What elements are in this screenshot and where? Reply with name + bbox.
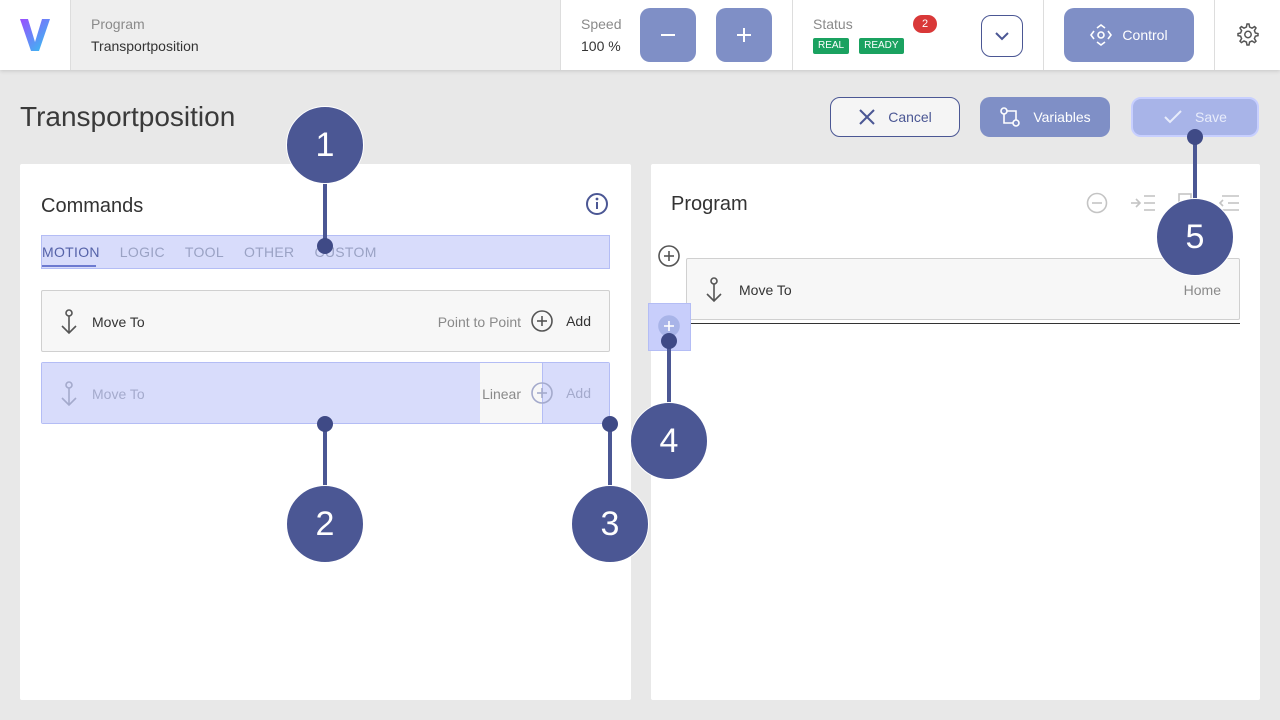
anchor-icon: [706, 277, 722, 303]
callout-5: 5: [1156, 198, 1234, 276]
info-icon[interactable]: [585, 192, 609, 216]
check-icon: [1164, 110, 1182, 124]
variables-icon: [1000, 107, 1021, 127]
control-label: Control: [1122, 27, 1168, 43]
top-bar: Program Transportposition Speed 100 % St…: [0, 0, 1280, 70]
tab-logic[interactable]: LOGIC: [119, 244, 165, 260]
control-button[interactable]: Control: [1064, 8, 1194, 62]
save-label: Save: [1195, 109, 1227, 125]
command-item-move-to-linear[interactable]: Move To Linear Add: [41, 362, 610, 424]
add-command-button[interactable]: Add: [530, 381, 591, 405]
remove-icon[interactable]: [1086, 192, 1108, 214]
command-type: Point to Point: [437, 314, 521, 330]
gear-icon: [1236, 23, 1259, 46]
command-item-move-to-ptp[interactable]: Move To Point to Point Add: [41, 290, 610, 352]
callout-1: 1: [286, 106, 364, 184]
insertion-line: [691, 323, 1240, 324]
outdent-icon[interactable]: [1218, 193, 1240, 213]
speed-control: Speed 100 %: [561, 0, 793, 70]
program-value: Transportposition: [91, 38, 199, 54]
add-label: Add: [566, 313, 591, 329]
program-indicator: Program Transportposition: [71, 0, 561, 70]
plus-circle-icon: [531, 382, 553, 404]
app-logo: [0, 0, 71, 70]
program-item-name: Move To: [739, 282, 792, 298]
speed-value: 100 %: [581, 38, 621, 54]
program-panel: Program M: [648, 164, 1260, 700]
program-toolbar: [1086, 192, 1240, 214]
command-name: Move To: [92, 386, 145, 402]
tab-tool[interactable]: TOOL: [184, 244, 224, 260]
status-label: Status: [813, 16, 853, 32]
command-type: Linear: [482, 386, 521, 402]
status-badge-real: REAL: [813, 38, 850, 54]
tab-other[interactable]: OTHER: [243, 244, 295, 260]
cancel-label: Cancel: [888, 109, 932, 125]
status-expand-button[interactable]: [981, 15, 1023, 57]
move-arrows-icon: [1090, 24, 1113, 46]
command-name: Move To: [92, 314, 145, 330]
status-panel: Status REAL READY 2: [793, 0, 1044, 70]
active-tab-indicator: [42, 265, 96, 267]
program-title: Program: [671, 193, 748, 215]
program-label: Program: [91, 16, 145, 32]
notification-count-badge: 2: [913, 15, 937, 33]
add-command-button[interactable]: Add: [530, 309, 591, 333]
status-badge-ready: READY: [859, 38, 904, 54]
insert-top-button[interactable]: [657, 244, 681, 268]
speed-increase-button[interactable]: [716, 8, 772, 62]
callout-4: 4: [630, 402, 708, 480]
indent-icon[interactable]: [1130, 193, 1156, 213]
anchor-icon: [61, 309, 77, 335]
cancel-button[interactable]: Cancel: [830, 97, 960, 137]
page-title: Transportposition: [20, 101, 236, 132]
variables-label: Variables: [1033, 109, 1091, 125]
control-section: Control: [1044, 0, 1215, 70]
speed-label: Speed: [581, 16, 622, 32]
anchor-icon: [61, 381, 77, 407]
add-label: Add: [566, 385, 591, 401]
tab-motion[interactable]: MOTION: [42, 244, 100, 260]
program-item-move-to[interactable]: Move To Home: [686, 258, 1240, 320]
settings-button[interactable]: [1215, 0, 1280, 70]
plus-icon: [737, 28, 751, 42]
chevron-down-icon: [995, 32, 1009, 41]
speed-decrease-button[interactable]: [640, 8, 696, 62]
close-icon: [859, 109, 875, 125]
plus-circle-icon: [531, 310, 553, 332]
program-item-target: Home: [1183, 282, 1221, 298]
variables-button[interactable]: Variables: [980, 97, 1110, 137]
callout-2: 2: [286, 485, 364, 563]
minus-icon: [661, 34, 675, 36]
commands-title: Commands: [41, 195, 144, 217]
callout-3: 3: [571, 485, 649, 563]
